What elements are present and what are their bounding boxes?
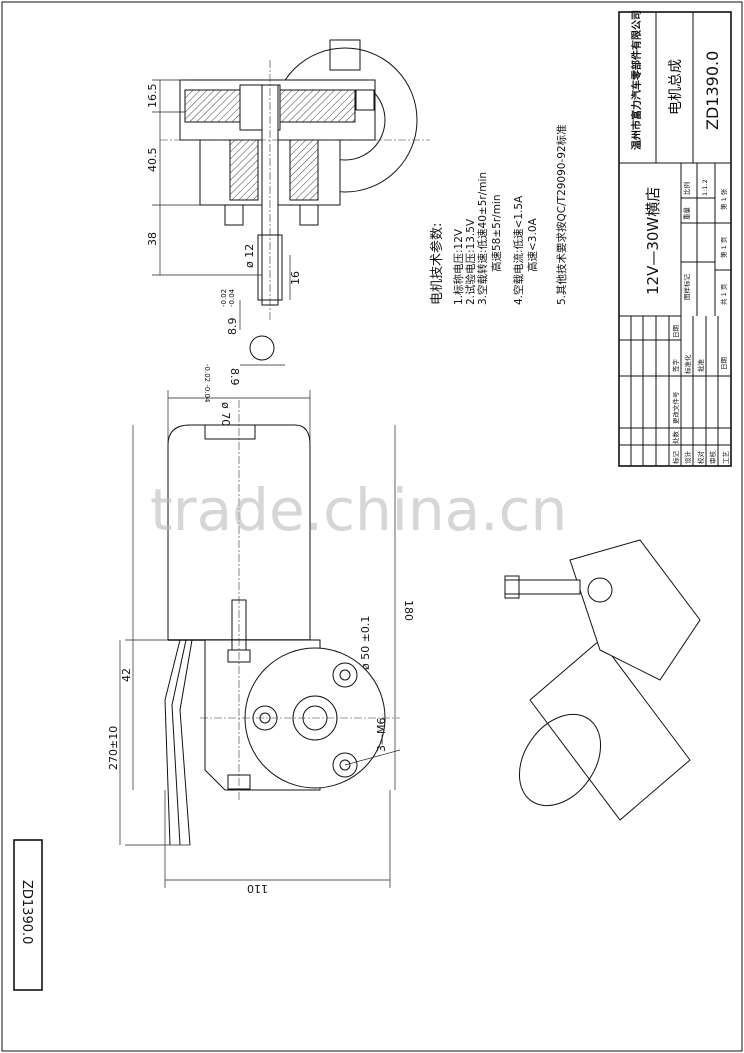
date-label: 日期 <box>672 325 680 339</box>
dim-flat-a-tol-upper: -0.02 <box>220 289 228 307</box>
spec-line: 4.空载电流:低速<1.5A <box>512 195 525 305</box>
drawing-mark-label: 图样标记 <box>682 274 691 301</box>
dim-shaft-dia: ø 12 <box>243 244 256 268</box>
front-dimensions: ø 70 180 42 270±10 ø 50 ±0.1 3—M6 110 <box>107 402 415 895</box>
weight-label: 重量 <box>683 207 691 221</box>
approve-label: 批准 <box>696 359 705 373</box>
drawing-number-box <box>13 839 43 991</box>
isometric-view <box>504 539 701 821</box>
page-label: 第 1 页 <box>719 236 728 258</box>
change-doc-label: 更改文件号 <box>671 391 680 424</box>
date2-label: 日期 <box>720 357 728 371</box>
dim-bolts: 3—M6 <box>375 718 388 753</box>
spec-line: 高速<3.0A <box>526 218 539 272</box>
dim-38: 38 <box>146 232 159 246</box>
standardize-label: 标准化 <box>683 354 692 374</box>
mark-label: 标记 <box>671 451 680 465</box>
dim-flat-b: 8.9 <box>228 368 241 386</box>
model-label: 12V—30W横店 <box>644 187 662 295</box>
drawing-number: ZD1390.0 <box>19 880 34 944</box>
spec-line: 高速58±5r/min <box>490 195 503 273</box>
scale-label: 比例 <box>682 182 691 195</box>
scale-value: 1:1.2 <box>701 179 709 196</box>
review-label: 审核 <box>708 451 717 465</box>
company-name: 温州市富力汽车零部件有限公司 <box>630 10 643 150</box>
spec-line: 3.空载转速:低速40±5r/min <box>476 172 489 305</box>
dim-wire-len: 270±10 <box>107 726 120 770</box>
spec-line: 1.标称电压:12V <box>452 228 465 305</box>
spec-notes: 电机技术参数: 1.标称电压:12V 2.试验电压:13.5V 3.空载转速:低… <box>429 124 568 305</box>
front-view <box>119 390 401 888</box>
signature-label: 签字 <box>671 359 680 373</box>
dim-width: 110 <box>247 882 268 895</box>
dim-flat-b-tol: -0.02 -0.04 <box>203 364 211 403</box>
design-label: 设计 <box>683 451 692 465</box>
spec-line: 2.试验电压:13.5V <box>464 218 477 305</box>
part-name: 电机总成 <box>668 59 684 115</box>
dim-shaft-len: 16 <box>289 271 302 285</box>
spec-heading: 电机技术参数: <box>429 223 445 305</box>
dim-motor-dia: ø 70 <box>219 402 232 426</box>
sheet-label: 第 1 张 <box>719 188 728 210</box>
section-dimensions: 16.5 40.5 38 ø 12 16 8.9 -0.02 -0.04 8.9… <box>146 84 302 403</box>
title-block: 温州市富力汽车零部件有限公司 电机总成 ZD1390.0 12V—30W横店 比… <box>618 10 732 467</box>
dim-16-5: 16.5 <box>146 84 159 109</box>
watermark: trade.china.cn <box>150 476 567 544</box>
total-pages-label: 共 1 页 <box>719 283 728 305</box>
process-label: 工艺 <box>722 451 730 465</box>
title-drawing-number: ZD1390.0 <box>703 51 722 130</box>
count-label: 处数 <box>671 431 680 445</box>
dim-flat-a-tol-lower: -0.04 <box>228 288 236 307</box>
dim-40-5: 40.5 <box>146 148 159 173</box>
dim-flat-a: 8.9 <box>226 318 239 336</box>
check-label: 校对 <box>696 451 705 465</box>
dim-total-len: 180 <box>402 600 415 621</box>
spec-line: 5.其他技术要求按QC/T29090-92标准 <box>555 124 568 305</box>
dim-gear-len: 42 <box>120 668 133 682</box>
dim-bolt-circle: ø 50 ±0.1 <box>359 616 372 670</box>
section-view <box>152 39 430 366</box>
